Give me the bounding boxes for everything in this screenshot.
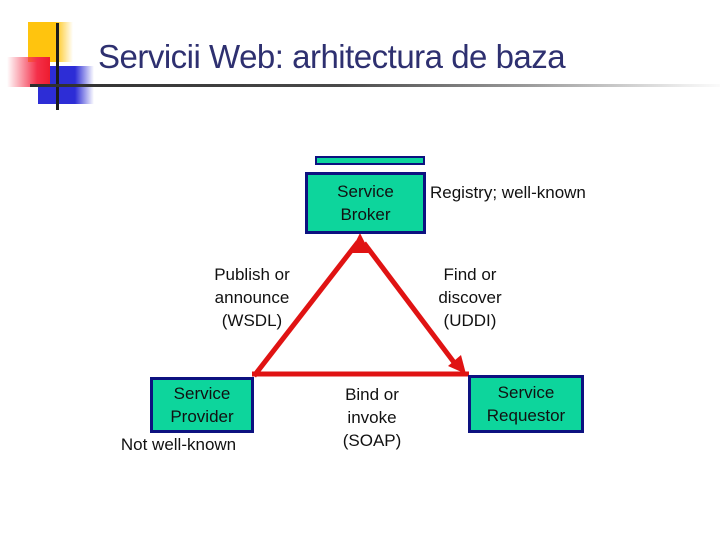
label-line: Publish or bbox=[214, 265, 290, 284]
label-line: (UDDI) bbox=[443, 311, 497, 330]
label-line: invoke bbox=[347, 408, 397, 427]
deco-horizontal-rule bbox=[30, 84, 720, 87]
node-service-broker: Service Broker bbox=[305, 172, 426, 234]
label-line: Find or bbox=[443, 265, 497, 284]
broker-back-strip bbox=[315, 156, 425, 165]
node-label-line: Service bbox=[337, 182, 394, 201]
label-line: (SOAP) bbox=[342, 431, 402, 450]
label-line: announce bbox=[214, 288, 290, 307]
label-line: Bind or bbox=[345, 385, 399, 404]
label-line: discover bbox=[438, 288, 502, 307]
label-line: (WSDL) bbox=[221, 311, 283, 330]
deco-yellow-square bbox=[28, 22, 73, 62]
node-service-requestor: Service Requestor bbox=[468, 375, 584, 433]
deco-red-square bbox=[7, 57, 50, 87]
slide-title: Servicii Web: arhitectura de baza bbox=[98, 38, 566, 75]
arrowhead-up-icon bbox=[350, 233, 370, 253]
node-label-line: Broker bbox=[340, 205, 391, 224]
arrowhead-find-icon bbox=[448, 355, 466, 374]
node-label-line: Provider bbox=[170, 407, 234, 426]
node-label-line: Service bbox=[497, 383, 555, 402]
node-label-line: Requestor bbox=[486, 406, 566, 425]
node-service-provider: Service Provider bbox=[150, 377, 254, 433]
node-label-line: Service bbox=[173, 384, 231, 403]
registry-annotation: Registry; well-known bbox=[430, 183, 586, 202]
provider-note: Not well-known bbox=[120, 435, 237, 454]
find-edge-label: Find or discover (UDDI) bbox=[395, 263, 545, 332]
publish-edge-label: Publish or announce (WSDL) bbox=[177, 263, 327, 332]
bind-edge-label: Bind or invoke (SOAP) bbox=[297, 383, 447, 452]
deco-vertical-line bbox=[56, 23, 59, 110]
